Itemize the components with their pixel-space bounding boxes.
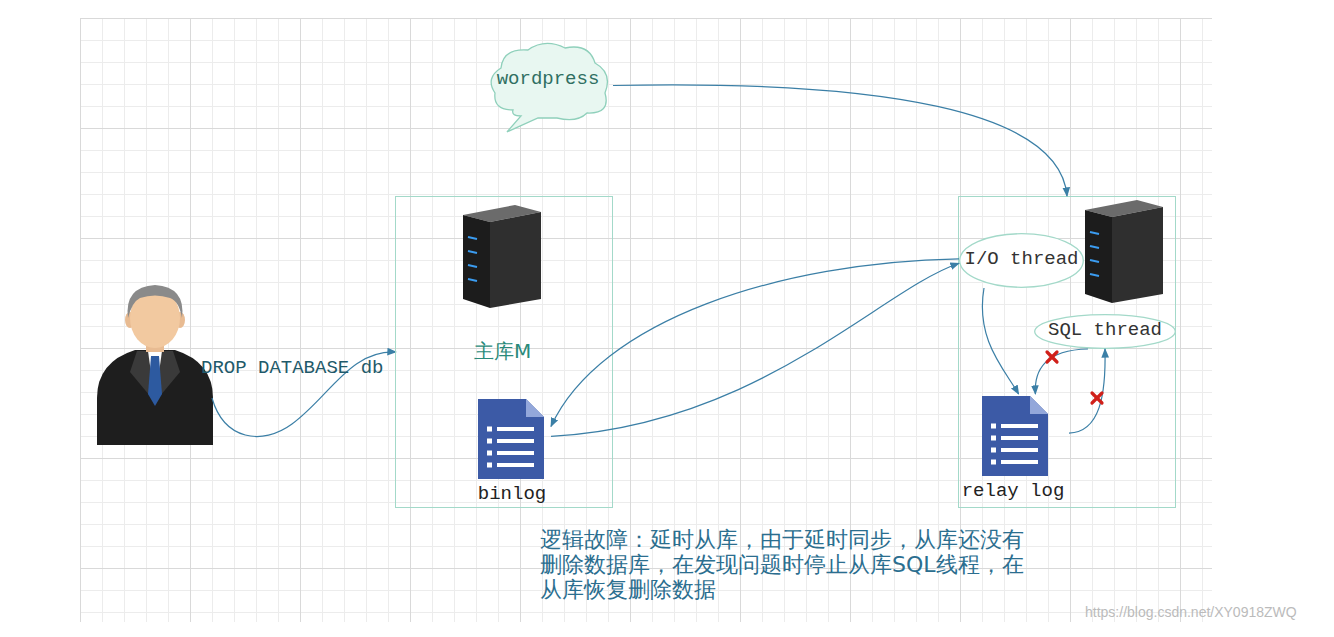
node-text: binlog: [463, 483, 561, 506]
flow-connector: [551, 263, 959, 436]
cloud-bubble: wordpress: [483, 38, 613, 133]
flow-connector: [982, 288, 1018, 394]
watermark: https://blog.csdn.net/XY0918ZWQ: [1085, 603, 1334, 621]
flow-connector: [551, 259, 959, 427]
server-box: I/O threadSQL thread relay log: [958, 196, 1176, 508]
stop-mark: [1047, 352, 1057, 362]
command-text: DROP DATABASE db: [201, 357, 401, 379]
node-text: 主库M: [474, 339, 554, 363]
note-text: 逻辑故障：延时从库，由于延时同步，从库还没有 删除数据库，在发现问题时停止从库S…: [540, 527, 1050, 602]
stop-mark: [1092, 393, 1102, 403]
node-text: SQL thread: [1034, 319, 1176, 342]
node-text: wordpress: [483, 68, 613, 91]
server-box: 主库M binlog: [395, 196, 613, 508]
node-text: relay log: [957, 480, 1069, 503]
person-figure: [97, 285, 213, 445]
server-icon: [1085, 200, 1163, 303]
node-text: I/O thread: [959, 248, 1084, 271]
log-file: relay log: [957, 394, 1069, 506]
thread-ellipse: SQL thread: [1034, 314, 1176, 349]
flow-connector: [613, 85, 1067, 196]
thread-ellipse: I/O thread: [959, 233, 1084, 288]
flow-connector: [1069, 349, 1105, 433]
server-icon: [463, 205, 541, 308]
log-file: binlog: [473, 399, 551, 509]
flow-connector: [1035, 349, 1088, 394]
